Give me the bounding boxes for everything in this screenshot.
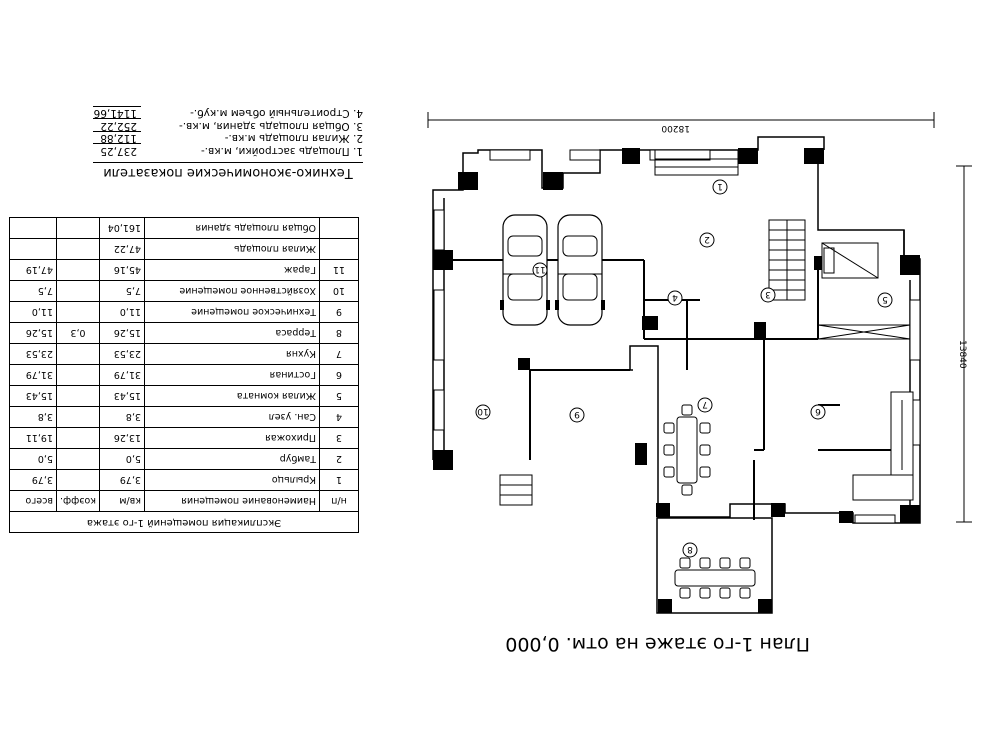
dimension-width: 18200	[661, 123, 690, 133]
svg-text:11: 11	[534, 264, 545, 274]
entry-steps	[499, 149, 739, 506]
svg-text:7: 7	[702, 399, 708, 409]
dimension-height: 13840	[957, 340, 967, 369]
car-icon	[554, 214, 606, 326]
room-marker-6: 6	[810, 404, 826, 420]
wardrobe	[817, 324, 911, 340]
room-marker-1: 1	[712, 179, 728, 195]
wall-blocks	[433, 148, 920, 523]
staircase	[768, 219, 806, 301]
terrace-table	[674, 557, 756, 599]
terrace	[656, 517, 773, 614]
dimension-lines	[427, 112, 972, 523]
terrace-corner	[758, 599, 772, 613]
svg-text:8: 8	[687, 544, 693, 554]
svg-text:6: 6	[815, 406, 821, 416]
terrace-corner	[658, 599, 672, 613]
room-marker-4: 4	[667, 290, 683, 306]
svg-text:9: 9	[574, 409, 580, 419]
svg-text:3: 3	[765, 289, 771, 299]
svg-text:4: 4	[672, 292, 678, 302]
room-marker-10: 10	[475, 404, 491, 420]
room-markers: 1 2 3 4 5 6 7 8 9 10 11	[475, 179, 893, 558]
svg-text:10: 10	[477, 406, 489, 416]
room-marker-7: 7	[697, 397, 713, 413]
bed	[821, 242, 879, 279]
sofa	[852, 391, 914, 501]
room-marker-9: 9	[569, 407, 585, 423]
room-marker-11: 11	[532, 262, 548, 278]
windows	[433, 149, 921, 524]
svg-text:2: 2	[704, 234, 710, 244]
room-marker-3: 3	[760, 287, 776, 303]
kitchen-table	[663, 404, 711, 496]
svg-text:5: 5	[882, 294, 888, 304]
svg-text:1: 1	[717, 181, 723, 191]
room-marker-2: 2	[699, 232, 715, 248]
room-marker-8: 8	[682, 542, 698, 558]
room-marker-5: 5	[877, 292, 893, 308]
